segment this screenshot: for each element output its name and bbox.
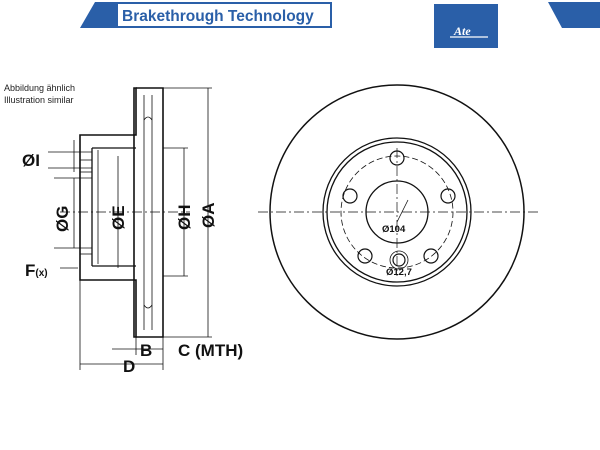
bolt-hole-2 [342,188,358,204]
vent-bridge-bottom [143,304,153,309]
disc-outer-ring [136,87,164,338]
note-line-1: Abbildung ähnlich [4,83,75,93]
header-right-slant [548,2,600,28]
brand-title-bold: Brake [122,8,165,25]
leader-104 [396,199,409,223]
label-f: F(x) [25,261,48,280]
label-f-main: F [25,261,35,280]
label-dia-h: ØH [175,205,194,231]
label-dia-i: ØI [22,151,40,170]
bolt-hole-3 [440,188,456,204]
label-b: B [140,341,152,360]
label-dia-g: ØG [53,206,72,232]
header-banner: Brakethrough Technology [80,2,600,28]
logo-text: Ate [453,24,471,38]
front-view [258,84,538,340]
label-hole-diameter: Ø12,7 [386,267,412,278]
label-d: D [123,357,135,376]
note-line-2: Illustration similar [4,95,74,105]
bolt-hole-4 [357,248,373,264]
brand-title: Brakethrough Technology [122,8,314,25]
header-text-background [118,4,330,26]
label-dia-a: ØA [199,203,218,229]
dimension-lines [48,87,212,370]
bolt-hole-5 [423,248,439,264]
label-dia-e: ØE [109,205,128,230]
side-view [60,87,190,338]
locating-hole [392,253,406,267]
logo-box [434,4,498,48]
ate-logo: Ate [434,4,498,48]
label-c: C (MTH) [178,341,243,360]
label-bolt-circle: Ø104 [382,224,406,235]
vent-bridge-top [143,116,153,121]
locating-hole-ring [389,250,409,270]
brand-title-rest: through Technology [165,8,314,25]
label-f-sub: (x) [35,268,47,279]
